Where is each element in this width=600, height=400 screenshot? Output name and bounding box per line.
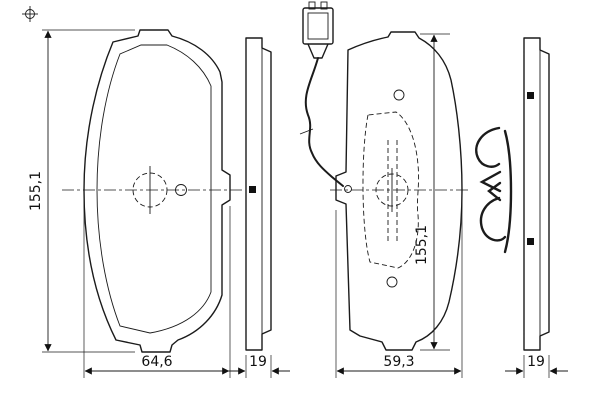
- dimension-label-pad1-width: 64,6: [141, 354, 172, 370]
- brake-pad-side-view-left: [245, 37, 272, 351]
- brake-pad-side-view-right: [523, 37, 550, 351]
- dimension-label-pad2-thickness: 19: [527, 354, 545, 370]
- dimension-pad1-width: 64,6: [83, 200, 231, 378]
- wear-sensor-connector: [302, 1, 334, 59]
- dimension-label-pad2-height: 155,1: [414, 225, 430, 265]
- dimension-pad2-thickness: 19: [505, 354, 568, 378]
- brake-pad-front-view-right: [330, 31, 468, 351]
- dimension-pad2-height: 155,1: [414, 33, 450, 351]
- friction-pad-hidden-contour: [362, 111, 420, 269]
- upper-hole-circle: [393, 89, 405, 101]
- marker-square-lower: [527, 238, 534, 245]
- marker-square-upper: [527, 92, 534, 99]
- dimension-label-pad1-height: 155,1: [28, 171, 44, 211]
- dimension-label-pad2-width: 59,3: [383, 354, 414, 370]
- brake-pad-front-view-left: [62, 29, 242, 353]
- wire-tick-mark: [299, 128, 314, 135]
- lower-hole-circle: [386, 276, 398, 288]
- registration-mark-icon: [22, 6, 38, 22]
- dimension-pad2-width: 59,3: [335, 200, 463, 378]
- dimension-label-pad1-thickness: 19: [249, 354, 267, 370]
- sensor-attachment-circle: [344, 185, 352, 193]
- dimension-pad1-height: 155,1: [28, 29, 135, 353]
- marker-square: [249, 186, 256, 193]
- retaining-spring-clip: [475, 126, 513, 254]
- wear-sensor-wire: [299, 57, 352, 193]
- dimension-pad1-thickness: 19: [227, 354, 290, 378]
